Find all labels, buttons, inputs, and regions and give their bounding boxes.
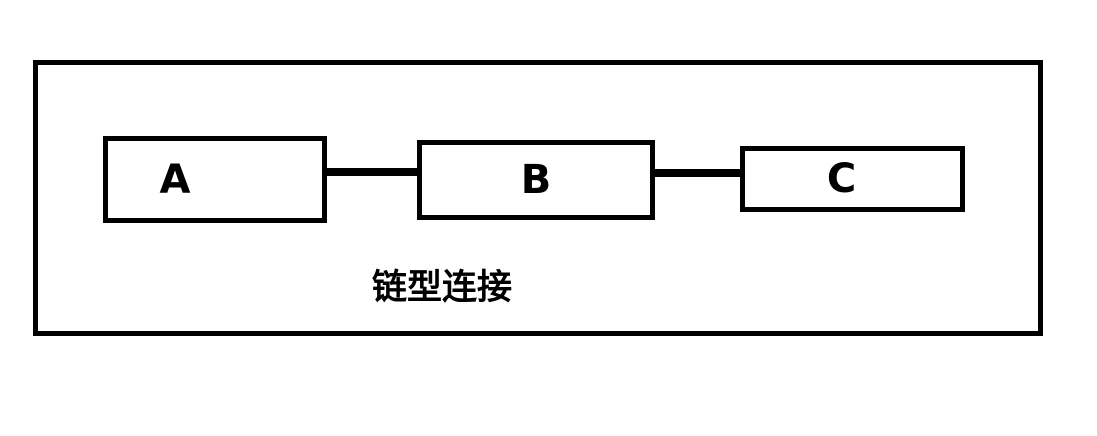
outer-frame bbox=[33, 60, 1043, 336]
node-label-b: B bbox=[520, 157, 552, 203]
connector-a-b bbox=[324, 168, 422, 176]
connector-b-c bbox=[650, 169, 744, 177]
node-box-a: A bbox=[103, 136, 327, 223]
node-label-c: C bbox=[826, 156, 857, 202]
diagram-caption: 链型连接 bbox=[372, 268, 513, 308]
node-label-a: A bbox=[159, 156, 191, 203]
node-box-c: C bbox=[740, 146, 965, 212]
node-box-b: B bbox=[417, 140, 655, 220]
